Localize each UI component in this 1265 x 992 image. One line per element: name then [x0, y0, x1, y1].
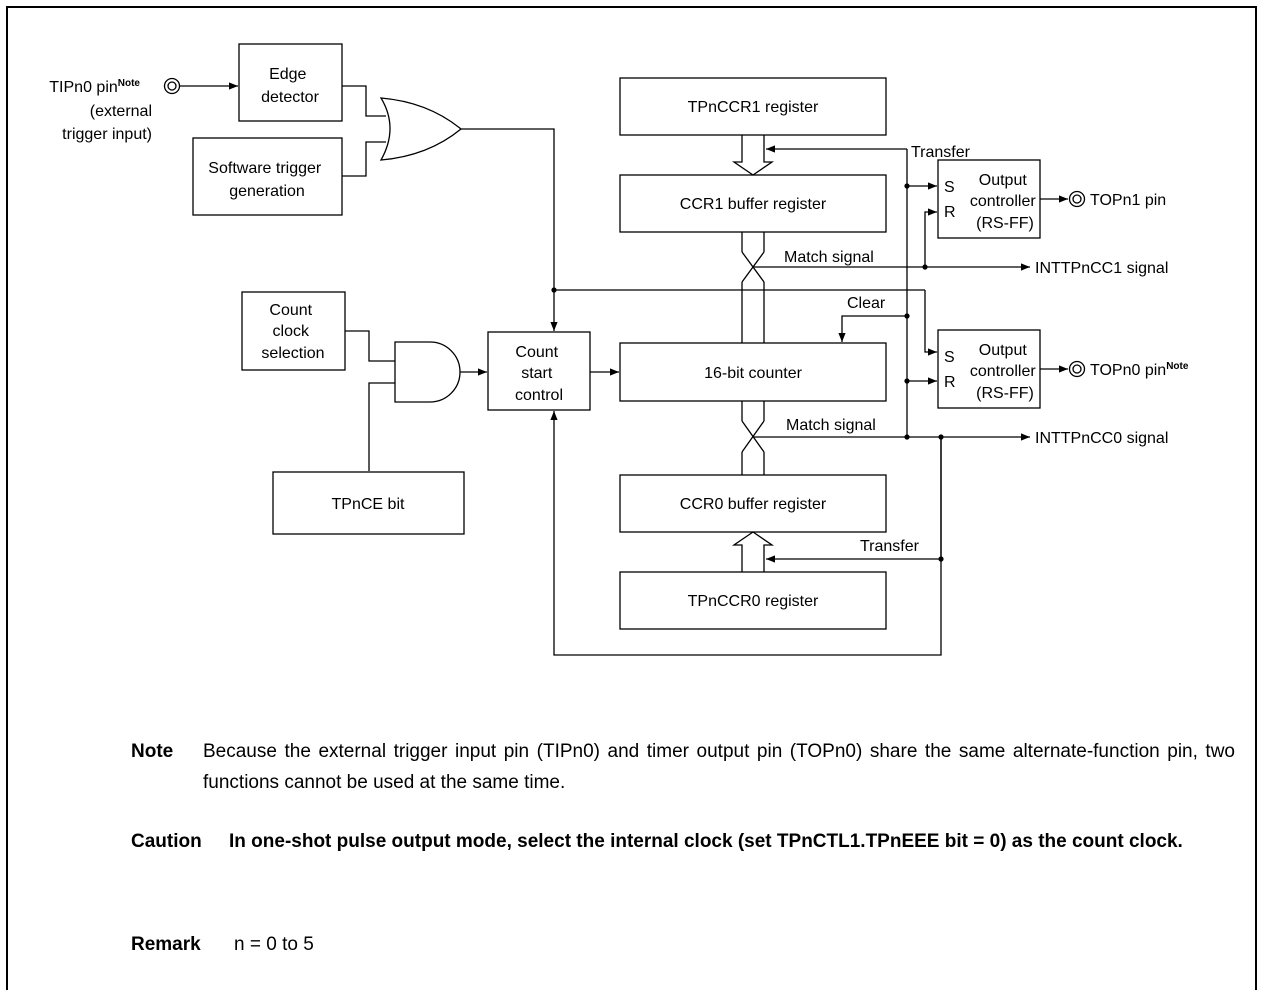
sr-r-label-1: R	[944, 204, 956, 221]
caution-label: Caution	[131, 831, 202, 852]
figure-frame	[6, 6, 1257, 990]
intt-cc0-label: INTTPnCC0 signal	[1035, 430, 1168, 447]
and-gate	[394, 341, 461, 403]
topn1-pin-symbol	[1068, 190, 1086, 208]
count-start-control-box	[487, 331, 591, 411]
note-text: Because the external trigger input pin (…	[203, 741, 1235, 793]
topn0-pin-symbol	[1068, 360, 1086, 378]
clear-label: Clear	[847, 295, 886, 312]
count-start-control-label: Count start control	[515, 344, 563, 404]
counter-16bit-label: 16-bit counter	[704, 365, 803, 382]
remark-label: Remark	[131, 934, 201, 955]
caution-text: In one-shot pulse output mode, select th…	[229, 831, 1183, 852]
match-signal-label-0: Match signal	[786, 417, 876, 434]
topn0-pin-label: TOPn0 pinNote	[1090, 361, 1189, 379]
transfer-label-top: Transfer	[911, 144, 971, 161]
ccr1-buffer-register-label: CCR1 buffer register	[680, 196, 827, 213]
transfer-arrow-ccr0	[731, 531, 775, 572]
transfer-label-bottom: Transfer	[860, 538, 920, 555]
ccr0-buffer-register-label: CCR0 buffer register	[680, 496, 827, 513]
tpnccr0-register-box	[619, 571, 887, 630]
block-diagram: TIPn0 pinNote (external trigger input) E…	[49, 43, 1189, 656]
tipn0-pin-symbol	[163, 77, 181, 95]
sr-r-label-0: R	[944, 374, 956, 391]
remark-text: n = 0 to 5	[234, 934, 314, 955]
note-label: Note	[131, 741, 174, 762]
edge-detector-box	[238, 43, 343, 122]
output-controller-0-label: Output controller (RS-FF)	[970, 342, 1040, 402]
or-gate	[379, 97, 463, 161]
tipn0-sub-label-2: trigger input)	[62, 126, 152, 143]
tpnccr1-register-box	[619, 77, 887, 136]
tpnccr1-register-label: TPnCCR1 register	[688, 99, 819, 116]
intt-cc1-label: INTTPnCC1 signal	[1035, 260, 1168, 277]
match-signal-label-1: Match signal	[784, 249, 874, 266]
counter-16bit-box	[619, 342, 887, 402]
sr-s-label-0: S	[944, 349, 955, 366]
software-trigger-label: Software trigger generation	[208, 160, 325, 200]
output-controller-1-label: Output controller (RS-FF)	[970, 172, 1040, 232]
edge-detector-label: Edge detector	[261, 66, 319, 106]
topn1-pin-label: TOPn1 pin	[1090, 192, 1166, 209]
tipn0-pin-label: TIPn0 pinNote	[49, 78, 140, 96]
tpnce-bit-label: TPnCE bit	[332, 496, 405, 513]
count-clock-selection-label: Count clock selection	[261, 302, 324, 362]
tpnce-bit-box	[272, 471, 465, 535]
tipn0-sub-label-1: (external	[90, 103, 152, 120]
tpnccr0-register-label: TPnCCR0 register	[688, 593, 819, 610]
sr-s-label-1: S	[944, 179, 955, 196]
transfer-arrow-ccr1	[731, 135, 775, 176]
